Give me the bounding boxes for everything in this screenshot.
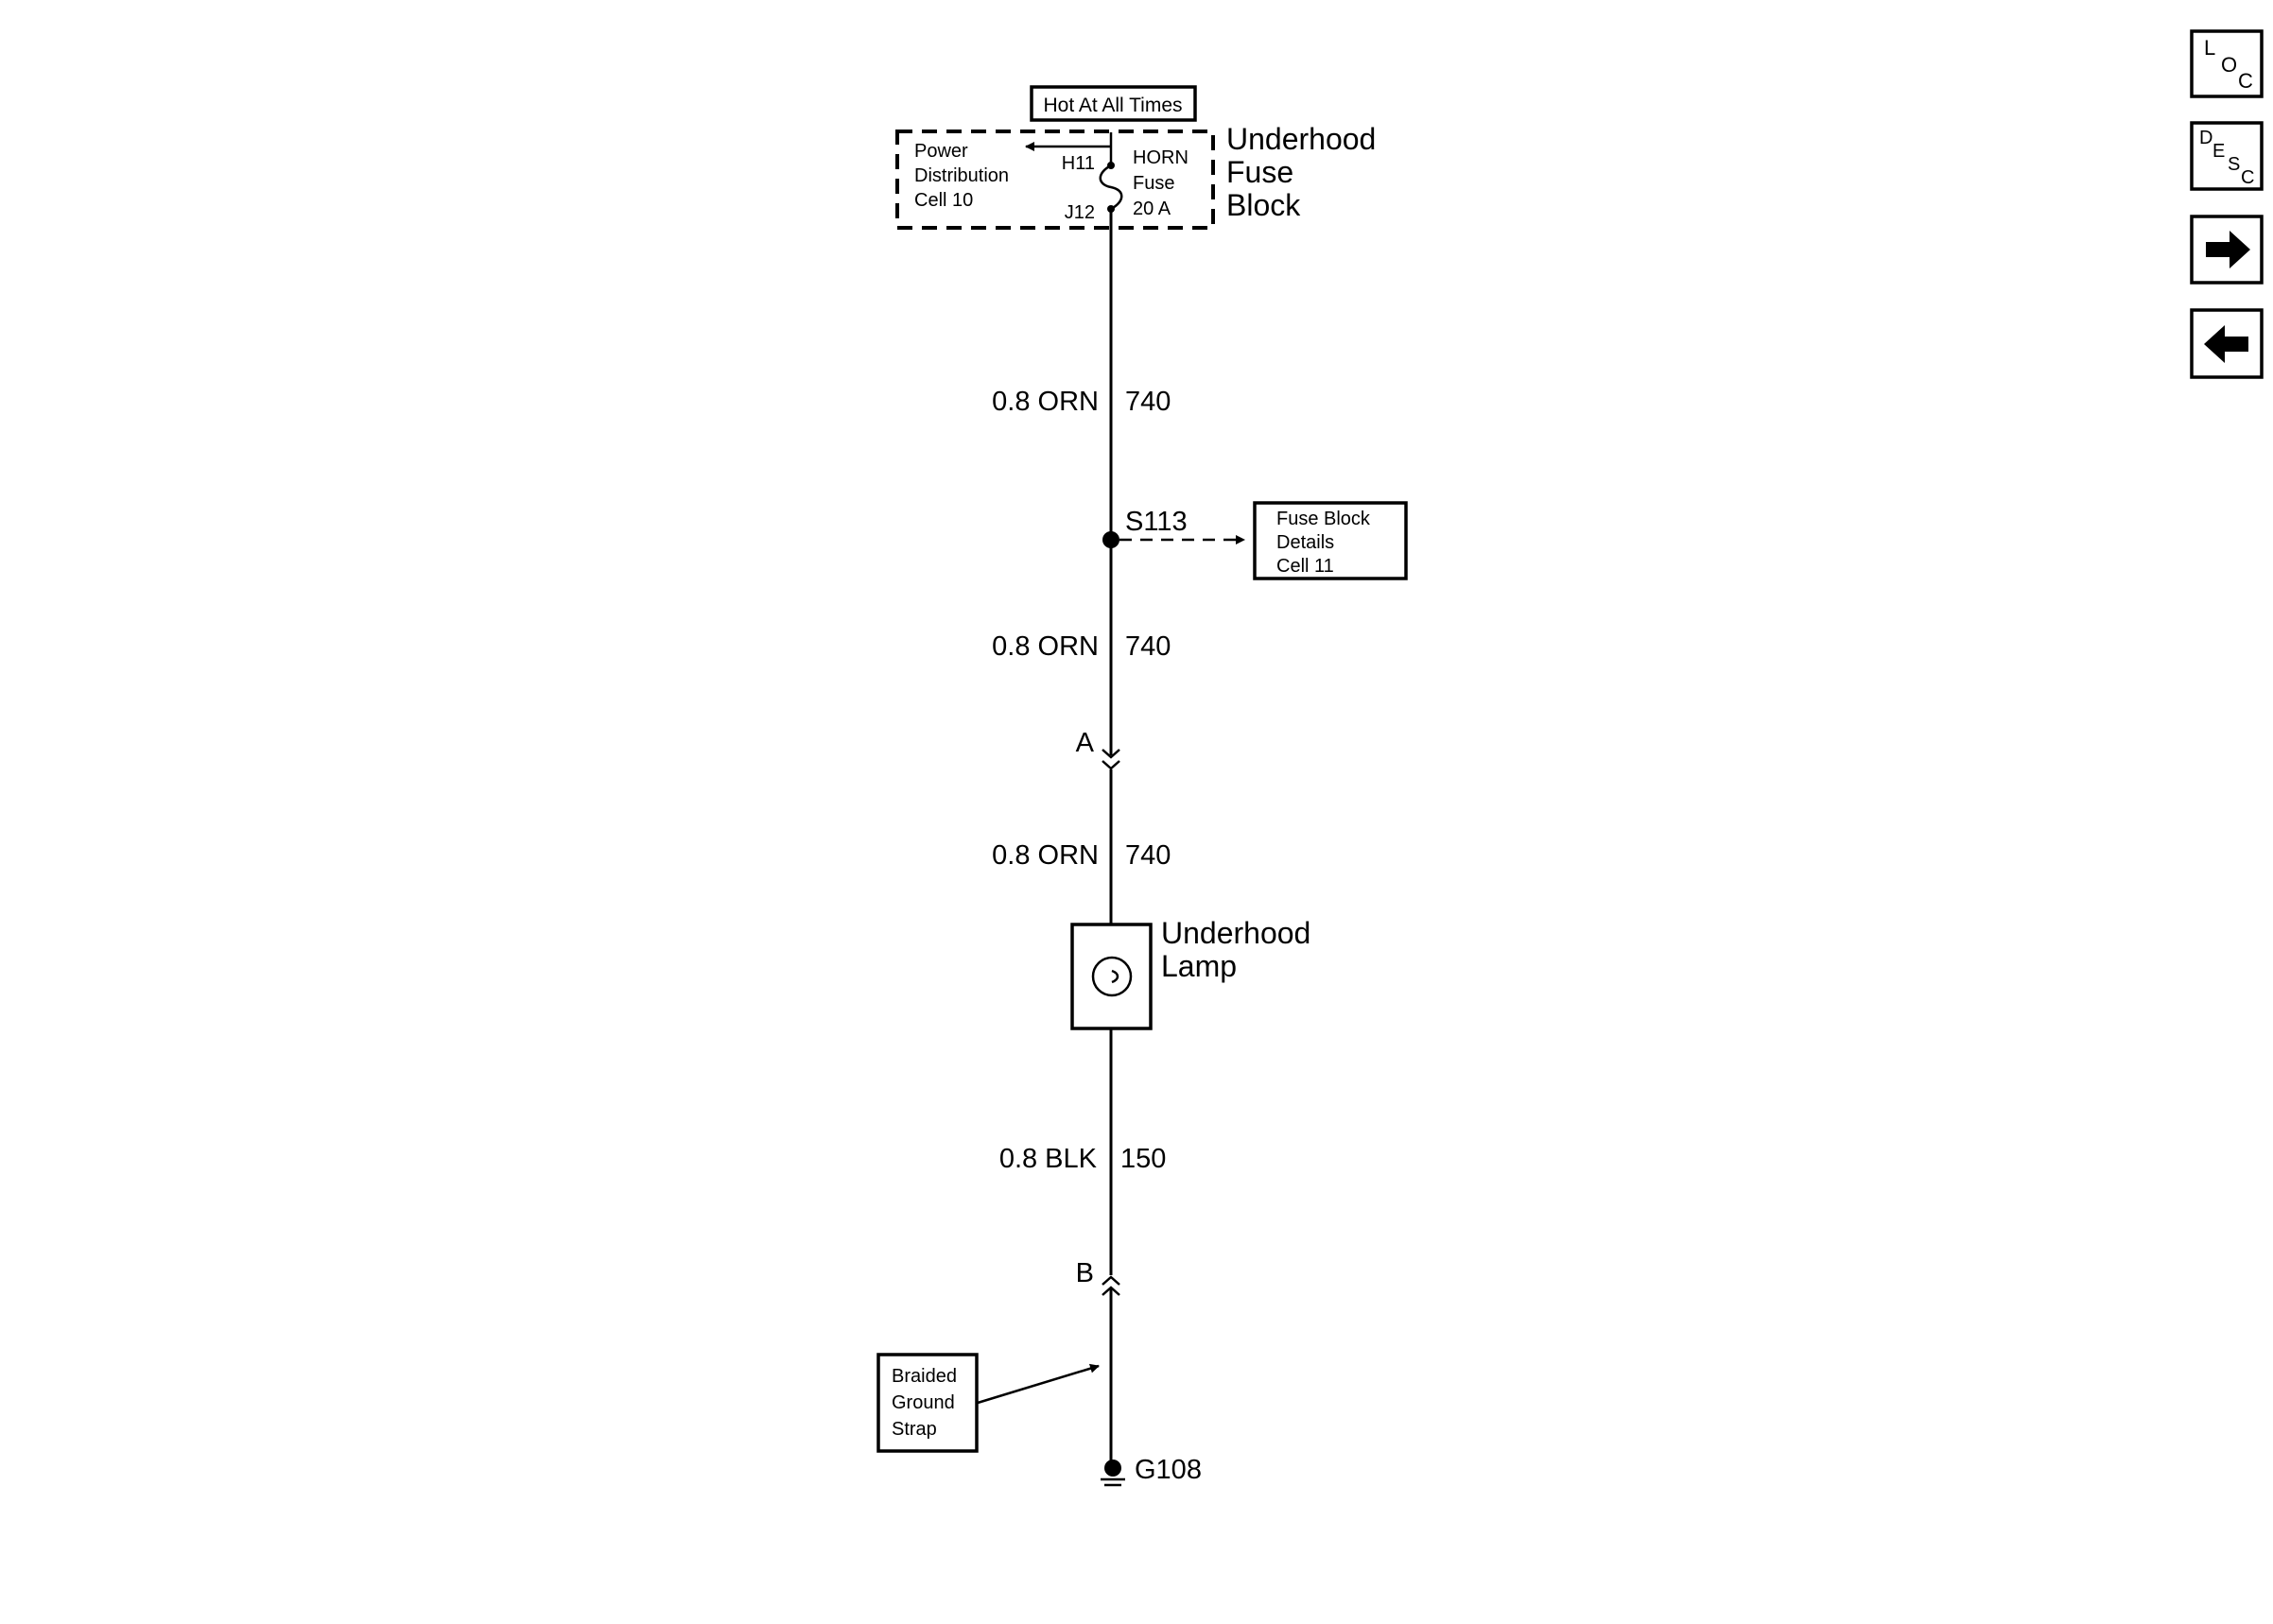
power-distribution-ref-line-3: Cell 10	[914, 190, 973, 211]
desc-letter-c: C	[2241, 167, 2254, 188]
ground-g108: G108	[1101, 1455, 1202, 1487]
supply-label-text: Hot At All Times	[1043, 95, 1182, 116]
fuse-block-name-line-2: Fuse	[1226, 155, 1293, 189]
ground-strap-line-1: Braided	[892, 1366, 957, 1387]
wire-4-gauge-color: 0.8 BLK	[999, 1144, 1098, 1174]
lamp-name-line-1: Underhood	[1161, 916, 1310, 950]
wire-1-gauge-color: 0.8 ORN	[992, 387, 1099, 417]
lamp-filament-icon	[1111, 969, 1119, 984]
ground-dot	[1104, 1460, 1121, 1477]
power-distribution-ref-line-1: Power	[914, 141, 968, 162]
lamp-name-line-2: Lamp	[1161, 949, 1237, 983]
connector-b-chevron-2	[1102, 1286, 1120, 1296]
splice-s113: S113 Fuse Block Details Cell 11	[1102, 501, 1408, 580]
loc-button[interactable]: L O C	[2190, 29, 2264, 98]
horn-fuse-line-2: Fuse	[1133, 173, 1174, 194]
loc-letter-o: O	[2221, 53, 2237, 77]
lamp-bulb-icon	[1091, 956, 1133, 997]
wire-1-circuit: 740	[1125, 387, 1171, 417]
splice-id: S113	[1125, 507, 1188, 537]
underhood-lamp: Underhood Lamp	[1070, 916, 1310, 1030]
arrow-right-icon	[2206, 231, 2250, 268]
loc-letter-l: L	[2204, 36, 2215, 60]
fuse-block-details-line-3: Cell 11	[1276, 556, 1334, 577]
connector-a-label: A	[1076, 728, 1095, 758]
fuse-block-name-line-3: Block	[1226, 188, 1301, 222]
underhood-fuse-block: Power Distribution Cell 10 H11 J12 HORN …	[895, 130, 1215, 230]
hot-at-all-times-label: Hot At All Times	[1030, 85, 1197, 122]
fuse-icon	[1099, 164, 1123, 211]
connector-b-label: B	[1076, 1258, 1094, 1288]
wire-4-circuit: 150	[1120, 1144, 1166, 1174]
ground-strap-line-2: Ground	[892, 1392, 955, 1413]
wire-2-gauge-color: 0.8 ORN	[992, 631, 1099, 662]
braided-ground-strap: Braided Ground Strap	[876, 1353, 1100, 1453]
ground-id: G108	[1135, 1455, 1202, 1485]
ground-strap-arrow	[977, 1363, 1100, 1405]
power-distribution-ref-line-2: Distribution	[914, 165, 1009, 186]
wire-2-circuit: 740	[1125, 631, 1171, 662]
splice-dot	[1102, 531, 1119, 548]
fuse-block-name-line-1: Underhood	[1226, 122, 1376, 156]
fuse-block-details-line-1: Fuse Block	[1276, 509, 1371, 529]
horn-fuse-line-3: 20 A	[1133, 199, 1171, 219]
next-page-button[interactable]	[2190, 215, 2264, 285]
loc-letter-c: C	[2238, 69, 2253, 93]
wire-3-circuit: 740	[1125, 840, 1171, 871]
connector-a-chevron-2	[1102, 760, 1120, 770]
pin-j12: J12	[1065, 202, 1095, 223]
fuse-block-details-line-2: Details	[1276, 532, 1334, 553]
desc-letter-s: S	[2228, 154, 2240, 175]
ground-strap-line-3: Strap	[892, 1419, 937, 1440]
pin-h11: H11	[1062, 153, 1095, 174]
connector-b-chevron-1	[1102, 1275, 1120, 1286]
horn-fuse-line-1: HORN	[1133, 147, 1189, 168]
wire-3-gauge-color: 0.8 ORN	[992, 840, 1099, 871]
desc-letter-d: D	[2199, 128, 2212, 148]
desc-button[interactable]: D E S C	[2190, 121, 2264, 191]
desc-letter-e: E	[2212, 141, 2225, 162]
connector-a-chevron-1	[1102, 749, 1120, 759]
arrow-left-icon	[2204, 325, 2248, 363]
connector-a: A	[1076, 728, 1120, 770]
connector-b: B	[1076, 1258, 1120, 1296]
previous-page-button[interactable]	[2190, 308, 2264, 379]
